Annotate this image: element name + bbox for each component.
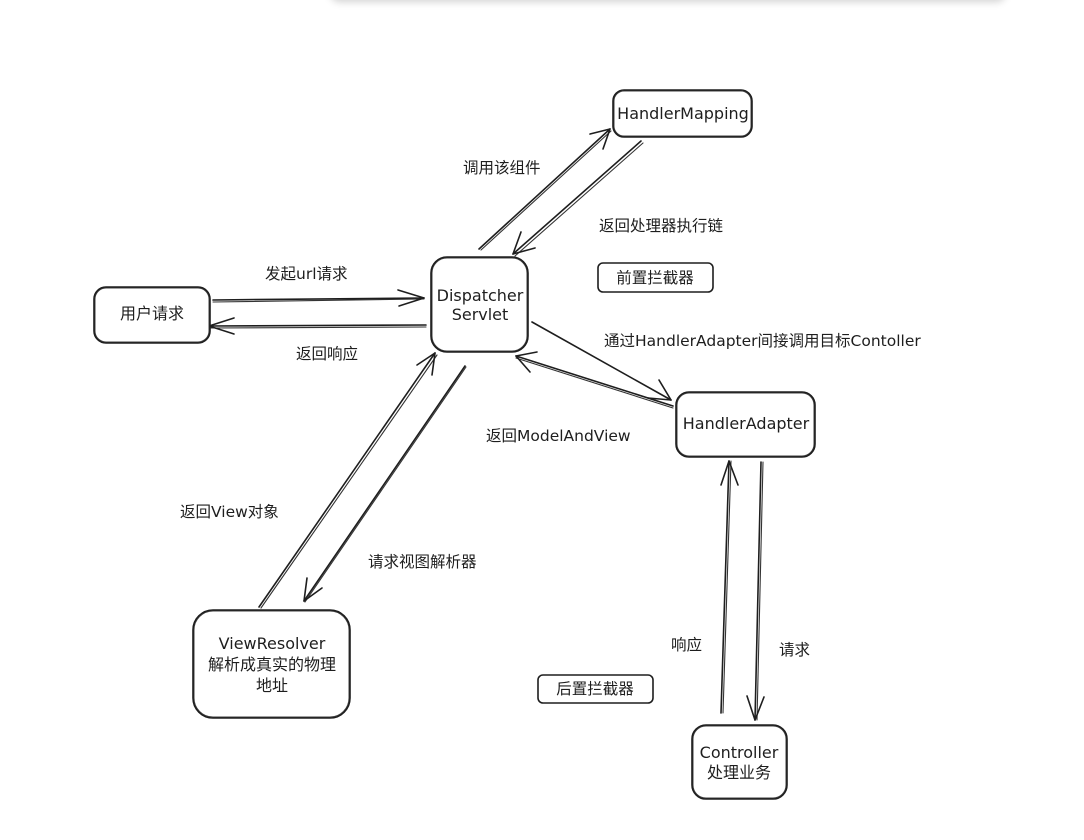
label-call-component: 调用该组件: [463, 159, 541, 177]
label-request: 请求: [779, 641, 810, 659]
edge-handler-mapping-to-dispatcher: [512, 140, 644, 257]
edge-dispatcher-to-handler-mapping: [478, 128, 612, 251]
node-user-request-label: 用户请求: [120, 304, 184, 323]
node-dispatcher-servlet[interactable]: Dispatcher Servlet: [430, 256, 529, 353]
label-send-url-request: 发起url请求: [265, 265, 348, 283]
label-call-via-adapter: 通过HandlerAdapter间接调用目标Contoller: [604, 332, 921, 350]
edge-handler-adapter-to-dispatcher: [515, 351, 674, 409]
node-handler-mapping-label: HandlerMapping: [617, 104, 749, 123]
label-request-view-resolver: 请求视图解析器: [368, 553, 477, 571]
node-view-resolver[interactable]: ViewResolver 解析成真实的物理 地址: [192, 609, 351, 719]
node-handler-adapter[interactable]: HandlerAdapter: [675, 391, 816, 458]
edge-handler-adapter-to-controller: [746, 461, 765, 721]
edge-dispatcher-to-user: [208, 317, 427, 335]
label-return-response: 返回响应: [296, 344, 358, 363]
tag-pre-interceptor[interactable]: 前置拦截器: [597, 262, 714, 293]
node-handler-adapter-label: HandlerAdapter: [683, 414, 810, 433]
tag-post-interceptor[interactable]: 后置拦截器: [537, 674, 654, 704]
label-return-model-and-view: 返回ModelAndView: [486, 427, 631, 445]
edge-controller-to-handler-adapter: [720, 460, 739, 714]
node-user-request[interactable]: 用户请求: [93, 286, 211, 344]
tag-post-interceptor-label: 后置拦截器: [556, 680, 634, 698]
node-view-resolver-label-line2: 解析成真实的物理: [208, 655, 336, 674]
edge-user-to-dispatcher: [212, 289, 425, 307]
edge-dispatcher-to-view-resolver: [303, 365, 467, 603]
label-response: 响应: [671, 635, 702, 654]
node-view-resolver-label-line1: ViewResolver: [219, 634, 326, 653]
edge-dispatcher-to-handler-adapter: [531, 321, 672, 401]
label-return-view-object: 返回View对象: [180, 503, 279, 521]
node-controller[interactable]: Controller 处理业务: [691, 724, 788, 800]
node-handler-mapping[interactable]: HandlerMapping: [612, 89, 753, 138]
label-return-handler-chain: 返回处理器执行链: [599, 217, 724, 235]
edge-view-resolver-to-dispatcher: [258, 352, 438, 609]
node-dispatcher-label-line2: Servlet: [452, 305, 509, 324]
tag-pre-interceptor-label: 前置拦截器: [616, 269, 694, 287]
node-dispatcher-label-line1: Dispatcher: [437, 286, 524, 305]
node-controller-label-line2: 处理业务: [707, 763, 771, 782]
node-controller-label-line1: Controller: [700, 743, 779, 762]
node-view-resolver-label-line3: 地址: [256, 676, 288, 695]
